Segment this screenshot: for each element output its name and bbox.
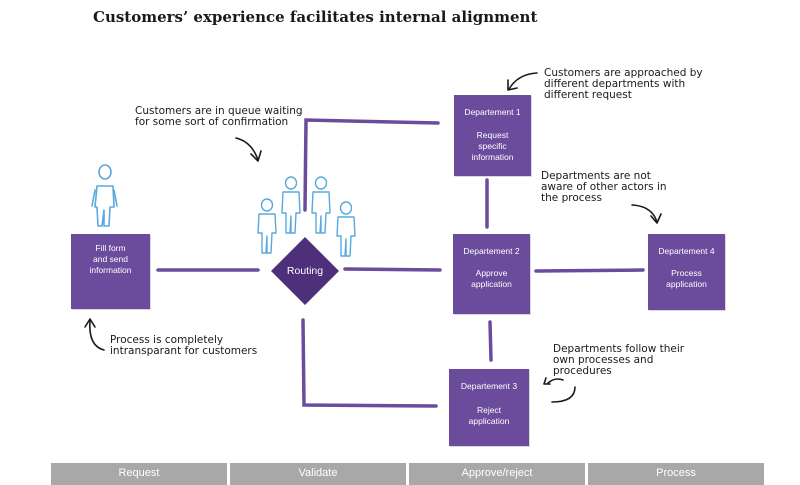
stage-approve-reject: Approve/reject (409, 463, 585, 485)
connector-routing-to-dept3 (301, 318, 438, 408)
note-approached: Customers are approached by different de… (544, 67, 703, 101)
customer-figure (91, 164, 118, 227)
department-1-box: Departement 1 Request specific informati… (454, 95, 531, 176)
department-4-title: Departement 4 (658, 246, 715, 256)
note-own-process: Departments follow their own processes a… (553, 343, 685, 377)
note-queue: Customers are in queue waiting for some … (135, 105, 303, 128)
annotation-arrows (84, 72, 662, 403)
connector-routing-to-dept2 (343, 267, 442, 272)
stage-process: Process (588, 463, 764, 485)
department-3-task: Reject application (468, 405, 510, 426)
arrow-queue-icon (235, 137, 262, 162)
department-1-title: Departement 1 (464, 107, 521, 117)
connector-dept2-to-dept3 (488, 320, 493, 362)
fill-form-label: Fill form and send information (89, 243, 132, 275)
department-4-task: Process application (666, 268, 707, 289)
arrow-intransparent-icon (84, 318, 105, 351)
routing-label: Routing (286, 265, 324, 277)
connector-routing-to-dept1 (303, 118, 440, 212)
connectors (156, 118, 645, 408)
routing-diamond (271, 237, 339, 305)
arrow-not-aware-icon (631, 204, 662, 224)
department-3-title: Departement 3 (460, 381, 518, 391)
arrow-own-process-icon (543, 377, 576, 403)
connector-dept2-to-dept4 (534, 268, 645, 273)
arrow-approached-icon (507, 72, 538, 91)
note-not-aware: Departments are not aware of other actor… (541, 170, 667, 204)
diagram-title: Customers’ experience facilitates intern… (93, 8, 538, 26)
department-1-task: Request specific information (471, 130, 514, 162)
department-4-box: Departement 4 Process application (648, 234, 725, 310)
customer-queue-icon (257, 176, 356, 257)
fill-form-box: Fill form and send information (71, 234, 150, 309)
stage-request: Request (51, 463, 227, 485)
department-2-box: Departement 2 Approve application (453, 234, 530, 314)
process-stage-bar: Request Validate Approve/reject Process (51, 463, 764, 485)
stage-validate: Validate (230, 463, 406, 485)
department-2-title: Departement 2 (463, 246, 520, 256)
note-intransparent: Process is completely intransparant for … (110, 334, 258, 357)
department-3-box: Departement 3 Reject application (449, 369, 529, 446)
department-2-task: Approve application (471, 268, 512, 289)
